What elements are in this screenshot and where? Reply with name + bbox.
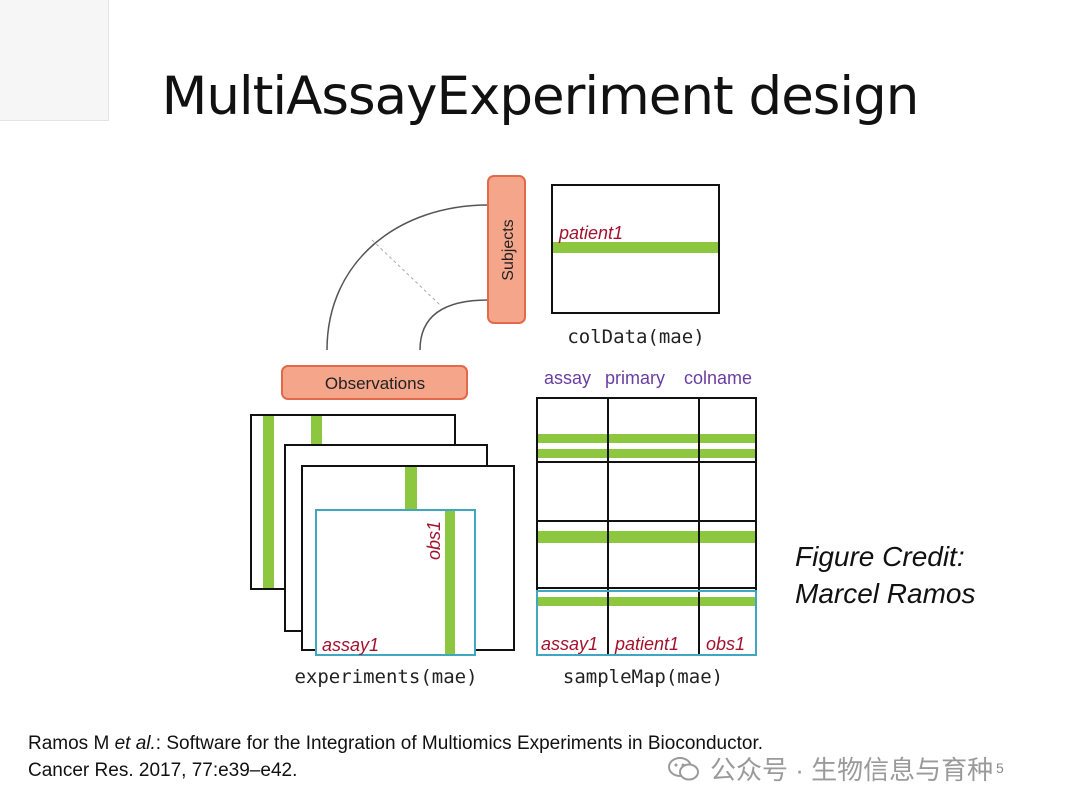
experiments-caption: experiments(mae) [294,666,477,688]
samplemap-header-primary: primary [605,368,665,388]
watermark-text: 公众号 · 生物信息与育种 [710,755,994,785]
experiment-assay-2-column [405,467,417,509]
coldata-patient-label: patient1 [558,223,623,243]
samplemap-row-3 [538,531,755,543]
samplemap-highlight-block [536,590,757,656]
citation-etal: et al. [114,733,156,754]
subjects-box [487,175,526,324]
inner-arc [419,299,489,351]
samplemap-row-4 [538,597,755,606]
samplemap-header-assay: assay [544,368,591,388]
samplemap-caption: sampleMap(mae) [563,666,723,688]
experiment-assay-4-column-2 [311,416,322,444]
page-number: 5 [996,760,1004,776]
samplemap-header-colname: colname [684,368,752,388]
figure-credit-line1: Figure Credit: [795,541,965,572]
figure-credit-line2: Marcel Ramos [795,578,976,609]
arc-dashed-link [371,239,441,306]
slide-title: MultiAssayExperiment design [161,66,920,127]
coldata-caption: colData(mae) [567,326,704,348]
citation: Ramos M et al.: Software for the Integra… [28,730,763,784]
samplemap-row-1 [538,434,755,443]
experiment-assay-label: assay1 [322,635,379,655]
citation-line1: Ramos M et al.: Software for the Integra… [28,730,763,757]
experiment-obs-label: obs1 [424,521,444,560]
samplemap-cell-obs1: obs1 [706,634,745,654]
experiment-assay-1-obs-column [445,511,455,654]
samplemap-row-2 [538,449,755,458]
outer-arc [326,204,489,351]
figure-credit: Figure Credit: Marcel Ramos [795,538,975,612]
citation-line2: Cancer Res. 2017, 77:e39–e42. [28,760,298,781]
samplemap-cell-patient1: patient1 [614,634,679,654]
observations-label: Observations [325,374,425,393]
citation-author: Ramos M [28,733,115,754]
coldata-patient-row [553,242,718,253]
watermark: 公众号 · 生物信息与育种 [668,750,993,787]
observations-box [281,365,468,400]
citation-title: : Software for the Integration of Multio… [155,733,764,754]
samplemap-cell-assay1: assay1 [541,634,598,654]
experiment-assay-4-column [263,416,274,588]
subjects-label: Subjects [500,219,517,280]
corner-placeholder [0,0,109,121]
wechat-icon [668,756,699,780]
